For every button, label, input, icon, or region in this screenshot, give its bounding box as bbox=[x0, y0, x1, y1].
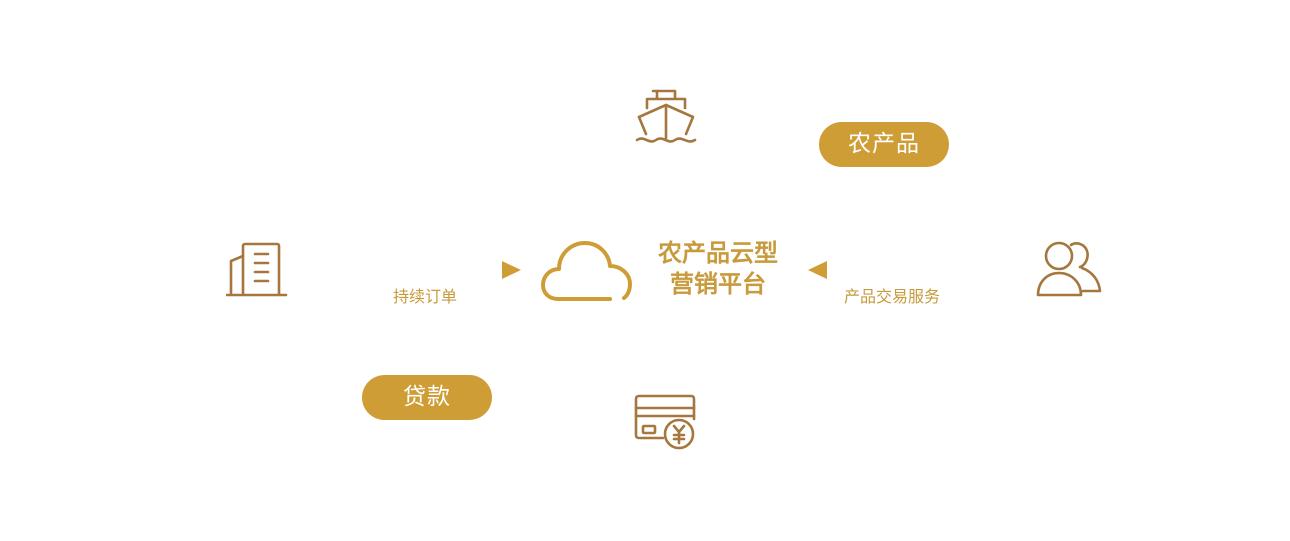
platform-title-line2: 营销平台 bbox=[670, 270, 766, 298]
users-icon bbox=[1035, 240, 1105, 298]
cloud-icon bbox=[540, 238, 636, 306]
ship-icon bbox=[634, 88, 698, 148]
platform-title: 农产品云型 营销平台 bbox=[648, 238, 788, 300]
product-badge: 农产品 bbox=[819, 122, 949, 167]
product-badge-label: 农产品 bbox=[848, 131, 920, 157]
loan-badge: 贷款 bbox=[362, 375, 492, 420]
platform-title-line1: 农产品云型 bbox=[658, 239, 778, 267]
trade-service-label: 产品交易服务 bbox=[844, 287, 941, 306]
trade-service-arrow bbox=[806, 258, 976, 286]
loan-badge-label: 贷款 bbox=[403, 384, 451, 410]
order-flow-label: 持续订单 bbox=[393, 287, 458, 306]
building-icon bbox=[226, 242, 288, 298]
order-flow-arrow bbox=[360, 258, 524, 286]
payment-card-icon bbox=[634, 394, 698, 452]
